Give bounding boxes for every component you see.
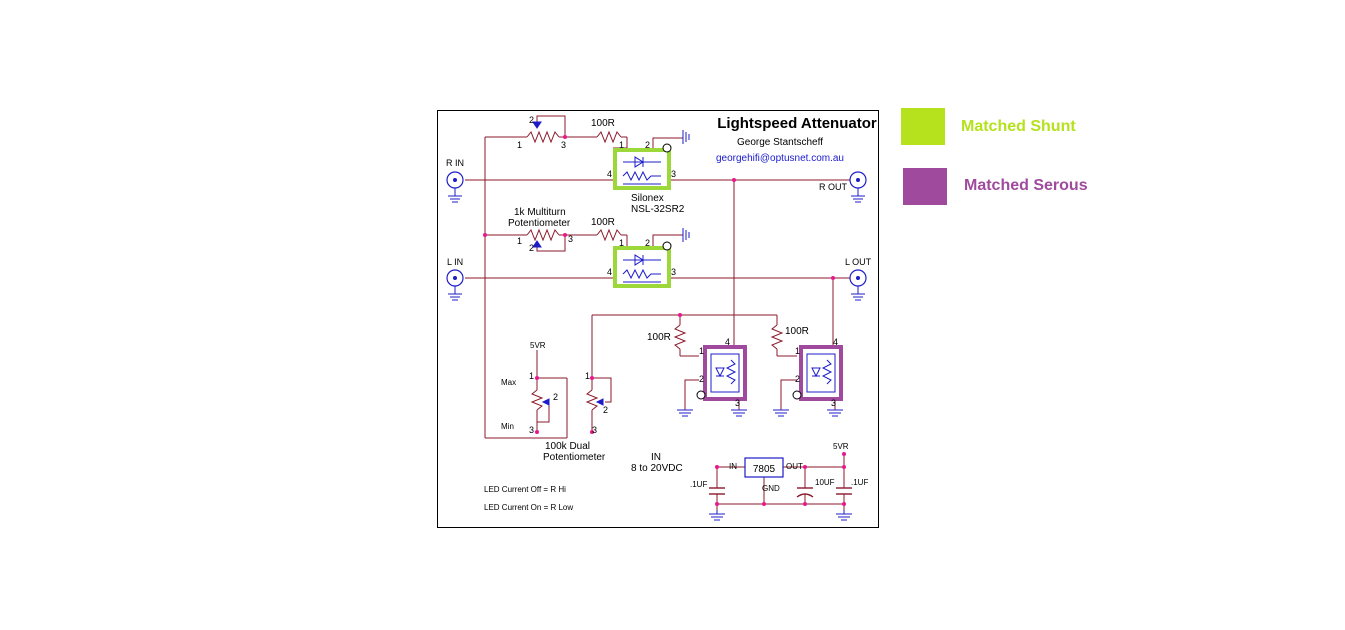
svg-text:10UF: 10UF <box>815 478 835 487</box>
svg-text:2: 2 <box>529 243 534 253</box>
svg-text:3: 3 <box>592 425 597 435</box>
svg-text:Potentiometer: Potentiometer <box>543 452 606 463</box>
author-email: georgehifi@optusnet.com.au <box>716 153 844 164</box>
regulator-7805 <box>744 457 784 478</box>
svg-text:4: 4 <box>607 169 612 179</box>
serous-legend-label: Matched Serous <box>964 177 1088 194</box>
schematic-diagram: Lightspeed Attenuator George Stantscheff… <box>437 110 879 528</box>
svg-text:1: 1 <box>699 346 704 356</box>
svg-text:100R: 100R <box>647 332 671 343</box>
svg-text:1: 1 <box>795 346 800 356</box>
shunt-legend-label: Matched Shunt <box>961 118 1076 135</box>
svg-text:3: 3 <box>529 425 534 435</box>
author-name: George Stantscheff <box>737 137 823 148</box>
svg-text:4: 4 <box>725 337 730 347</box>
note-led-on: LED Current On = R Low <box>484 503 573 512</box>
svg-text:2: 2 <box>529 115 534 125</box>
svg-text:100R: 100R <box>591 217 615 228</box>
svg-text:4: 4 <box>833 337 838 347</box>
svg-text:1: 1 <box>585 371 590 381</box>
svg-text:8 to 20VDC: 8 to 20VDC <box>631 463 683 474</box>
svg-text:1: 1 <box>619 140 624 150</box>
svg-text:2: 2 <box>553 392 558 402</box>
shunt-ldr-r <box>613 143 672 190</box>
svg-text:3: 3 <box>831 398 836 408</box>
svg-text:2: 2 <box>645 140 650 150</box>
svg-text:2: 2 <box>795 374 800 384</box>
diagram-title: Lightspeed Attenuator <box>717 115 877 132</box>
svg-text:Silonex: Silonex <box>631 193 664 204</box>
svg-text:1: 1 <box>517 140 522 150</box>
svg-text:3: 3 <box>671 267 676 277</box>
svg-text:100k Dual: 100k Dual <box>545 441 590 452</box>
svg-text:4: 4 <box>607 267 612 277</box>
serous-legend-swatch <box>903 168 947 205</box>
note-led-off: LED Current Off = R Hi <box>484 485 566 494</box>
svg-text:2: 2 <box>645 238 650 248</box>
svg-text:GND: GND <box>762 484 780 493</box>
svg-text:3: 3 <box>561 140 566 150</box>
svg-text:2: 2 <box>699 374 704 384</box>
svg-text:Max: Max <box>501 378 516 387</box>
svg-text:3: 3 <box>568 234 573 244</box>
svg-text:IN: IN <box>651 452 661 463</box>
serous-ldr-right <box>792 345 843 401</box>
r-in-label: R IN <box>446 158 464 168</box>
shunt-ldr-l <box>613 241 672 288</box>
svg-text:1: 1 <box>517 236 522 246</box>
svg-text:1: 1 <box>619 238 624 248</box>
svg-text:NSL-32SR2: NSL-32SR2 <box>631 204 685 215</box>
shunt-legend-swatch <box>901 108 945 145</box>
svg-text:3: 3 <box>735 398 740 408</box>
svg-text:Potentiometer: Potentiometer <box>508 218 571 229</box>
svg-text:100R: 100R <box>591 118 615 129</box>
r-out-label: R OUT <box>819 182 848 192</box>
svg-text:100R: 100R <box>785 326 809 337</box>
svg-text:.1UF: .1UF <box>690 480 707 489</box>
svg-text:1k Multiturn: 1k Multiturn <box>514 207 566 218</box>
l-in-label: L IN <box>447 257 463 267</box>
svg-text:1: 1 <box>529 371 534 381</box>
svg-text:OUT: OUT <box>786 462 803 471</box>
svg-text:Min: Min <box>501 422 514 431</box>
svg-text:3: 3 <box>671 169 676 179</box>
svg-text:.1UF: .1UF <box>851 478 868 487</box>
svg-text:5VR: 5VR <box>833 442 849 451</box>
svg-text:7805: 7805 <box>753 464 776 475</box>
svg-text:5VR: 5VR <box>530 341 546 350</box>
svg-text:IN: IN <box>729 462 737 471</box>
svg-text:2: 2 <box>603 405 608 415</box>
l-out-label: L OUT <box>845 257 872 267</box>
serous-ldr-left <box>696 345 747 401</box>
